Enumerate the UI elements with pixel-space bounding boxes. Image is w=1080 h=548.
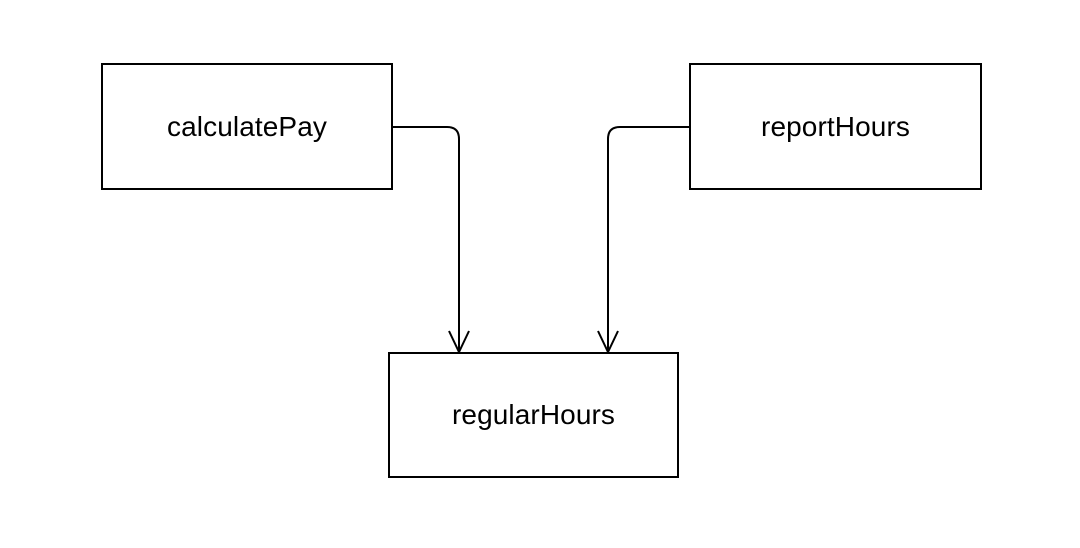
edge-line [393,126,460,352]
edge-calculatePay-to-regularHours[interactable] [393,126,470,355]
edge-reportHours-to-regularHours[interactable] [597,126,689,355]
node-regular-hours[interactable]: regularHours [388,352,679,478]
node-label: calculatePay [167,110,327,142]
edge-line [607,126,689,352]
node-label: reportHours [761,110,910,142]
node-report-hours[interactable]: reportHours [689,63,982,190]
node-label: regularHours [451,399,616,430]
node-calculate-pay[interactable]: calculatePay [101,63,393,190]
